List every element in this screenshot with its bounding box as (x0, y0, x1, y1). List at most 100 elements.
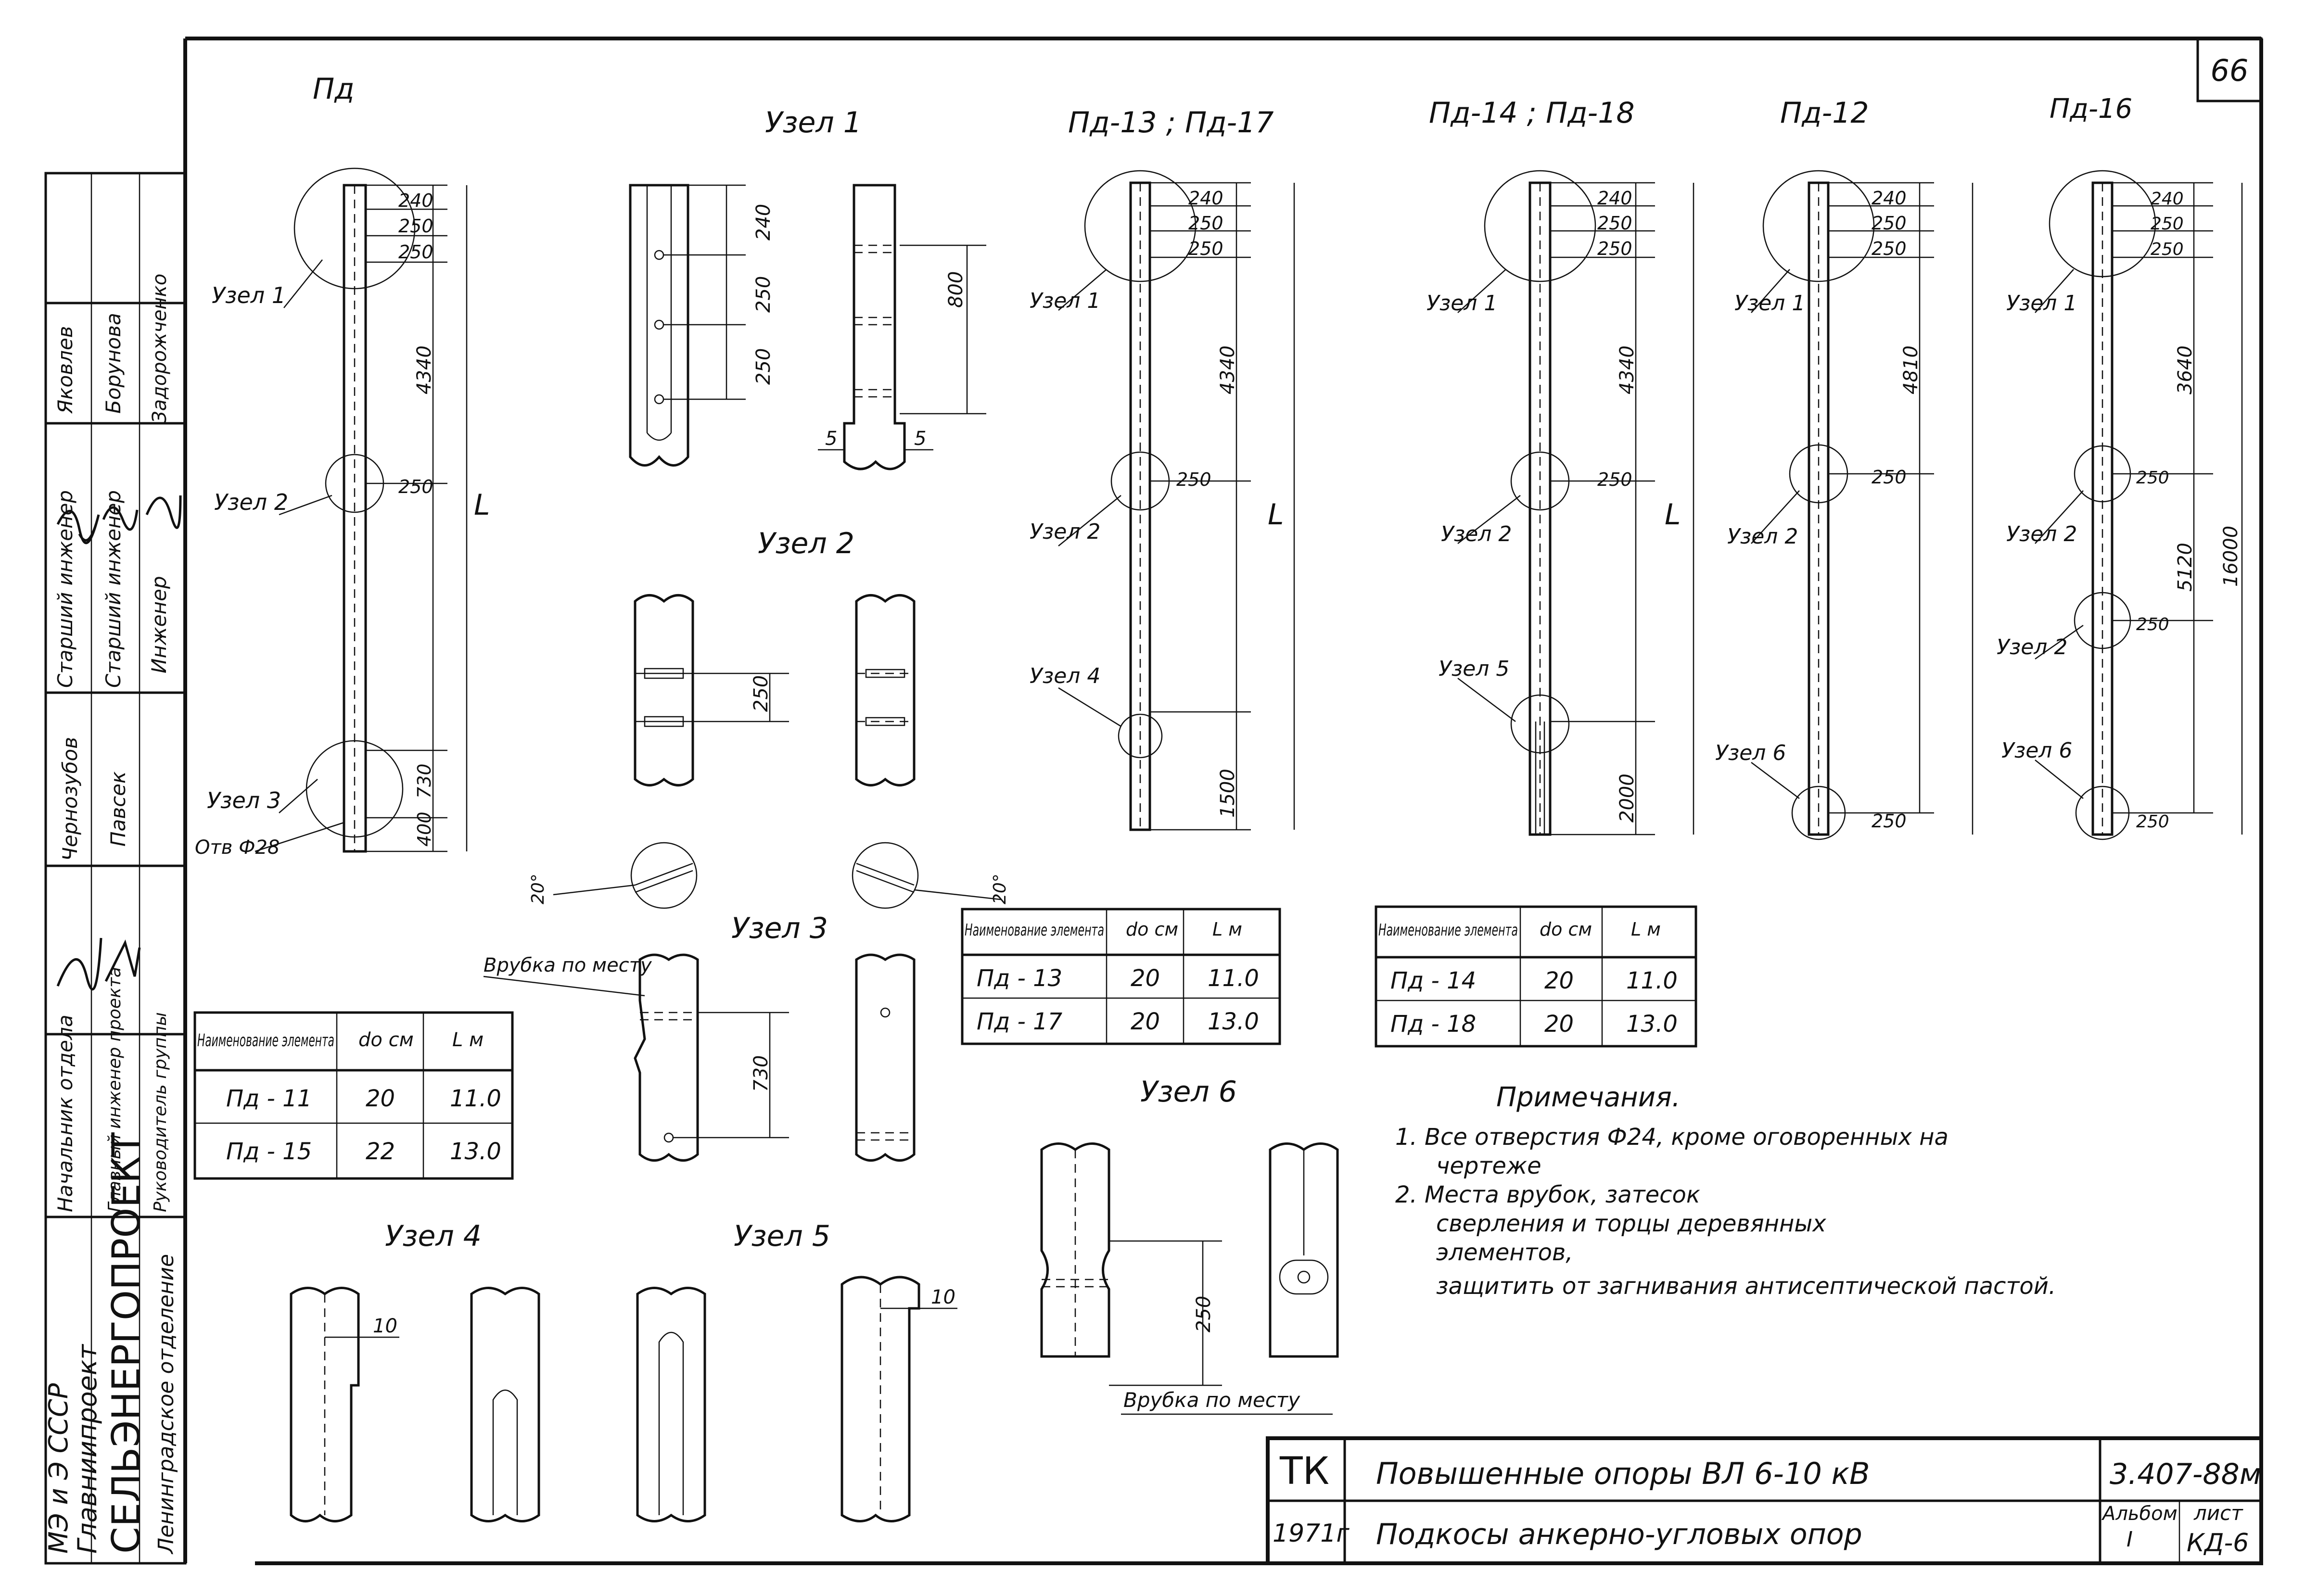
stamp-name-2: Павсек (106, 771, 130, 847)
title-block (1266, 1436, 2263, 1565)
node3-cut-label: Врубка по месту (484, 954, 652, 976)
title-pd12: Пд-12 (1780, 96, 1869, 130)
p13-dim-L: L (1268, 498, 1284, 532)
p12-dim-250d: 250 (1872, 811, 1907, 832)
t2-r2-l: 13.0 (1208, 1008, 1259, 1035)
pd-dim-730: 730 (414, 763, 435, 798)
pd-callout-node2: Узел 2 (214, 489, 288, 515)
t2-r2-name: Пд - 17 (977, 1008, 1063, 1035)
node5-view-b (840, 1276, 957, 1522)
p14-dim-2000: 2000 (1616, 773, 1638, 823)
notes-line-4: сверления и торцы деревянных (1436, 1210, 1826, 1237)
t3-r1-name: Пд - 14 (1390, 967, 1476, 994)
t2-r1-d: 20 (1131, 965, 1160, 992)
pole-pd16 (2035, 170, 2243, 840)
tb-code: ТК (1279, 1450, 1329, 1493)
t1-r2-d: 22 (366, 1138, 395, 1165)
p16-dim-16000: 16000 (2220, 526, 2242, 587)
tb-album-label: Альбом (2101, 1503, 2178, 1525)
node2-dim-20a: 20° (528, 874, 548, 904)
node1-dim-5b: 5 (914, 428, 926, 450)
pd-callout-node1: Узел 1 (212, 282, 286, 308)
node6-dim-250: 250 (1193, 1296, 1215, 1332)
t1-r1-l: 11.0 (450, 1085, 501, 1112)
stamp-name-1: Чернозубов (58, 737, 82, 861)
p13-dim-4340: 4340 (1217, 345, 1239, 394)
t2-r2-d: 20 (1131, 1008, 1160, 1035)
node2-view-b (852, 594, 1001, 909)
p14-callout-node1: Узел 1 (1426, 291, 1497, 316)
pd-dim-250b: 250 (398, 241, 433, 263)
table-1 (193, 1011, 514, 1180)
p12-callout-node6: Узел 6 (1715, 741, 1786, 765)
pd-dim-250a: 250 (398, 215, 433, 237)
p13-dim-250c: 250 (1176, 469, 1211, 490)
title-pd13-17: Пд-13 ; Пд-17 (1068, 106, 1274, 139)
notes-line-5: элементов, (1436, 1239, 1573, 1266)
node3-dim-730: 730 (750, 1055, 772, 1092)
pd-dim-L: L (474, 488, 490, 522)
p14-callout-node2: Узел 2 (1441, 522, 1512, 546)
node1-dim-240: 240 (752, 204, 775, 241)
node5-view-a (636, 1287, 706, 1522)
t2-r1-l: 11.0 (1208, 965, 1259, 992)
t1-r2-name: Пд - 15 (226, 1138, 312, 1165)
node2-dim-250: 250 (750, 675, 772, 712)
p13-callout-node1: Узел 1 (1030, 289, 1100, 313)
stamp-role-3: Руководитель группы (151, 1012, 170, 1212)
node4-dim-10: 10 (373, 1315, 397, 1337)
pole-pd (255, 167, 468, 853)
stamp-role-5: Старший инженер (102, 490, 125, 688)
node2-view-a (553, 594, 789, 909)
pd-dim-240: 240 (398, 190, 433, 211)
t3-r2-l: 13.0 (1626, 1011, 1678, 1038)
node6-cut-label: Врубка по месту (1123, 1388, 1300, 1412)
notes-line-1: 1. Все отверстия Ф24, кроме оговоренных … (1395, 1124, 1948, 1151)
notes-title: Примечания. (1496, 1082, 1681, 1113)
node1-view-b (818, 184, 986, 470)
stamp-role-2: Главный инженер проекта (105, 967, 125, 1212)
p16-dim-250d: 250 (2136, 615, 2169, 634)
title-node1: Узел 1 (765, 106, 862, 139)
p16-dim-3640: 3640 (2174, 345, 2196, 394)
node4-view-b (470, 1287, 540, 1522)
p16-dim-250c: 250 (2136, 468, 2169, 488)
notes-line-3: 2. Места врубок, затесок (1395, 1181, 1700, 1208)
notes-line-6: защитить от загнивания антисептической п… (1436, 1273, 2056, 1300)
p16-dim-250a: 250 (2151, 214, 2184, 234)
pd-hole-label: Отв Ф28 (195, 836, 280, 859)
pd-dim-250c: 250 (398, 476, 433, 497)
stamp-role-4: Старший инженер (53, 490, 77, 688)
node3-view-a (483, 953, 789, 1162)
sheet-number: 66 (2211, 53, 2249, 88)
title-node6: Узел 6 (1140, 1075, 1237, 1109)
p14-dim-240: 240 (1597, 188, 1632, 209)
p16-dim-5120: 5120 (2174, 543, 2196, 592)
p13-callout-node2: Узел 2 (1030, 519, 1100, 544)
t3-header-l: L м (1631, 919, 1661, 940)
t1-header-name: Наименование элемента (197, 1031, 334, 1051)
p16-callout-node6: Узел 6 (2001, 738, 2072, 763)
p13-dim-240: 240 (1188, 188, 1223, 209)
t1-header-d: do см (358, 1029, 414, 1051)
node5-dim-10: 10 (931, 1286, 955, 1308)
stamp-name-4: Борунова (102, 313, 125, 414)
notes-line-2: чертеже (1436, 1153, 1541, 1179)
tb-album-value: I (2127, 1527, 2133, 1552)
p12-dim-240: 240 (1872, 188, 1907, 209)
stamp-org-line-3: СЕЛЬЭНЕРГОПРОЕКТ (104, 1132, 149, 1554)
node1-view-a (629, 184, 746, 467)
stamp-org-line-4: Ленинградское отделение (154, 1254, 178, 1555)
p14-callout-node5: Узел 5 (1439, 657, 1509, 681)
t2-r1-name: Пд - 13 (977, 965, 1062, 992)
title-pd14-18: Пд-14 ; Пд-18 (1429, 96, 1635, 130)
p12-dim-250c: 250 (1872, 467, 1907, 488)
p12-dim-250a: 250 (1872, 213, 1907, 234)
p13-dim-250b: 250 (1188, 238, 1223, 259)
p14-dim-4340: 4340 (1616, 345, 1638, 394)
p13-callout-node4: Узел 4 (1030, 664, 1100, 688)
t1-r2-l: 13.0 (450, 1138, 501, 1165)
title-node5: Узел 5 (734, 1219, 830, 1253)
p16-callout-node2a: Узел 2 (2006, 522, 2077, 546)
